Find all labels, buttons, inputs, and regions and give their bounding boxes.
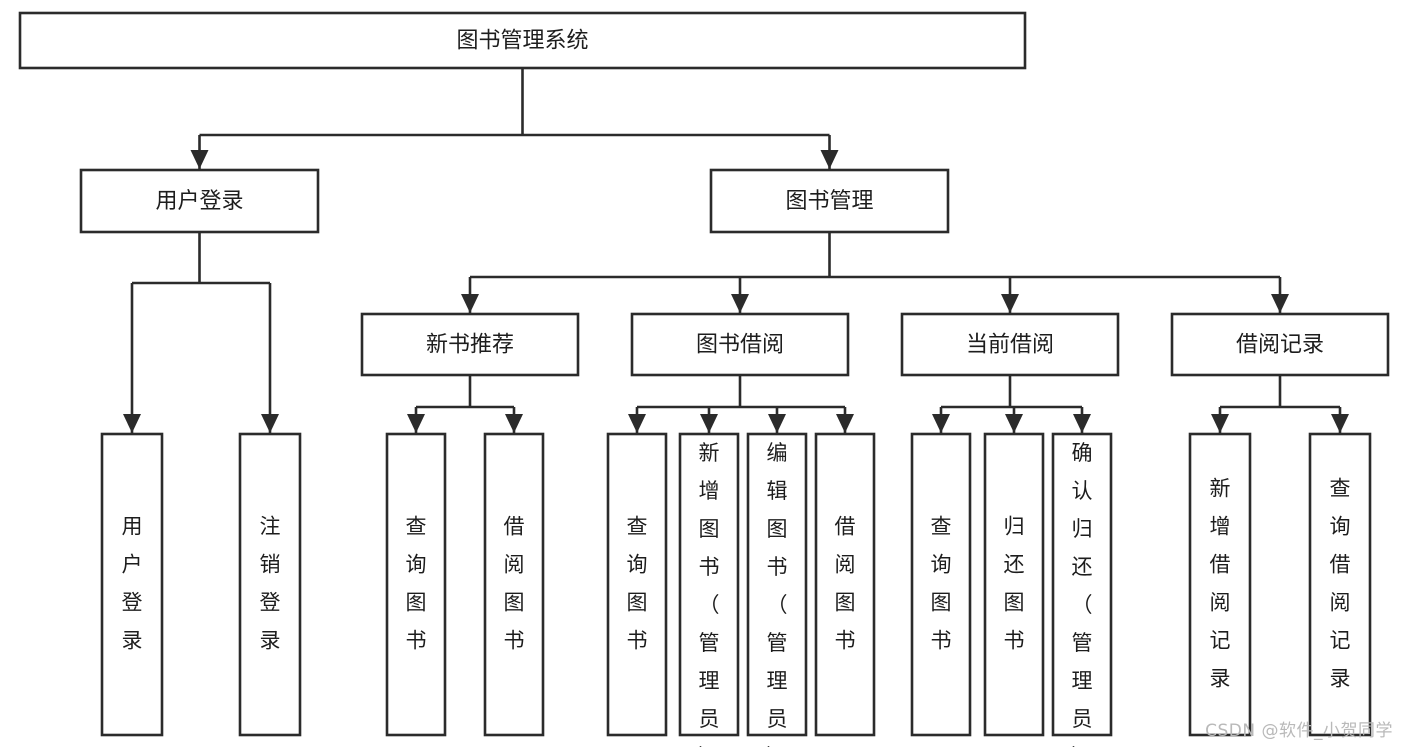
node-label-leaf-return-book: 归还图书 xyxy=(1004,515,1025,653)
node-box-leaf-query-book-1 xyxy=(385,432,447,737)
node-leaf-query-book-2[interactable]: 查询图书 xyxy=(606,432,668,737)
node-leaf-logout-login[interactable]: 注销登录 xyxy=(238,432,302,737)
arrow-head xyxy=(628,414,646,433)
node-current-borrow[interactable]: 当前借阅 xyxy=(900,312,1120,377)
node-box-leaf-query-book-3 xyxy=(910,432,972,737)
node-leaf-user-login[interactable]: 用户登录 xyxy=(100,432,164,737)
node-new-book-rec[interactable]: 新书推荐 xyxy=(360,312,580,377)
node-leaf-add-record[interactable]: 新增借阅记录 xyxy=(1188,432,1252,737)
node-label-leaf-logout-login: 注销登录 xyxy=(260,515,281,653)
node-box-new-book-rec xyxy=(360,312,580,377)
node-layer: 图书管理系统用户登录图书管理新书推荐图书借阅当前借阅借阅记录用户登录注销登录查询… xyxy=(18,11,1390,747)
node-box-book-manage xyxy=(709,168,950,234)
node-label-current-borrow: 当前借阅 xyxy=(966,333,1054,358)
node-box-borrow-record xyxy=(1170,312,1390,377)
node-leaf-borrow-book-2[interactable]: 借阅图书 xyxy=(814,432,876,737)
node-label-book-borrow: 图书借阅 xyxy=(696,333,784,358)
node-leaf-add-book[interactable]: 新增图书（管理员） xyxy=(678,432,740,747)
node-label-root: 图书管理系统 xyxy=(456,29,588,54)
node-box-leaf-add-record xyxy=(1188,432,1252,737)
node-book-borrow[interactable]: 图书借阅 xyxy=(630,312,850,377)
node-label-leaf-query-book-1: 查询图书 xyxy=(406,515,427,653)
node-label-new-book-rec: 新书推荐 xyxy=(426,333,514,358)
node-label-leaf-add-record: 新增借阅记录 xyxy=(1210,477,1231,691)
node-box-book-borrow xyxy=(630,312,850,377)
arrow-head xyxy=(261,414,279,433)
node-box-current-borrow xyxy=(900,312,1120,377)
arrow-head xyxy=(820,150,839,169)
node-leaf-query-record[interactable]: 查询借阅记录 xyxy=(1308,432,1372,737)
node-box-user-login xyxy=(79,168,320,234)
node-label-leaf-confirm-return: 确认归还（管理员） xyxy=(1072,441,1093,747)
arrow-head xyxy=(1073,414,1091,433)
node-box-leaf-logout-login xyxy=(238,432,302,737)
node-label-leaf-add-book: 新增图书（管理员） xyxy=(699,441,720,747)
node-box-leaf-user-login xyxy=(100,432,164,737)
node-box-root xyxy=(18,11,1027,70)
arrow-head xyxy=(1005,414,1023,433)
node-label-leaf-query-record: 查询借阅记录 xyxy=(1330,477,1351,691)
node-leaf-return-book[interactable]: 归还图书 xyxy=(983,432,1045,737)
arrow-head xyxy=(1331,414,1349,433)
node-label-user-login: 用户登录 xyxy=(155,189,243,214)
connector-layer xyxy=(123,68,1349,433)
arrow-head xyxy=(731,294,749,313)
node-label-leaf-user-login: 用户登录 xyxy=(122,515,143,653)
arrow-head xyxy=(1271,294,1289,313)
node-leaf-borrow-book-1[interactable]: 借阅图书 xyxy=(483,432,545,737)
node-root[interactable]: 图书管理系统 xyxy=(18,11,1027,70)
node-box-leaf-edit-book xyxy=(746,432,808,737)
node-label-borrow-record: 借阅记录 xyxy=(1236,333,1324,358)
node-label-leaf-borrow-book-1: 借阅图书 xyxy=(504,515,525,653)
node-label-leaf-query-book-3: 查询图书 xyxy=(931,515,952,653)
arrow-head xyxy=(1001,294,1019,313)
node-box-leaf-borrow-book-1 xyxy=(483,432,545,737)
arrow-head xyxy=(768,414,786,433)
node-book-manage[interactable]: 图书管理 xyxy=(709,168,950,234)
arrow-head xyxy=(836,414,854,433)
node-leaf-query-book-3[interactable]: 查询图书 xyxy=(910,432,972,737)
node-box-leaf-query-record xyxy=(1308,432,1372,737)
node-box-leaf-query-book-2 xyxy=(606,432,668,737)
arrow-head xyxy=(407,414,425,433)
node-box-leaf-confirm-return xyxy=(1051,432,1113,737)
node-user-login[interactable]: 用户登录 xyxy=(79,168,320,234)
arrow-head xyxy=(1211,414,1229,433)
node-label-book-manage: 图书管理 xyxy=(785,189,873,214)
arrow-head xyxy=(190,150,209,169)
node-leaf-confirm-return[interactable]: 确认归还（管理员） xyxy=(1051,432,1113,747)
arrow-head xyxy=(505,414,523,433)
csdn-watermark: CSDN @软件_小贺同学 xyxy=(1205,721,1393,741)
node-label-leaf-query-book-2: 查询图书 xyxy=(627,515,648,653)
arrow-head xyxy=(932,414,950,433)
arrow-head xyxy=(700,414,718,433)
node-box-leaf-add-book xyxy=(678,432,740,737)
node-label-leaf-edit-book: 编辑图书（管理员） xyxy=(767,441,788,747)
node-borrow-record[interactable]: 借阅记录 xyxy=(1170,312,1390,377)
arrow-head xyxy=(123,414,141,433)
node-leaf-edit-book[interactable]: 编辑图书（管理员） xyxy=(746,432,808,747)
node-box-leaf-borrow-book-2 xyxy=(814,432,876,737)
node-leaf-query-book-1[interactable]: 查询图书 xyxy=(385,432,447,737)
node-label-leaf-borrow-book-2: 借阅图书 xyxy=(835,515,856,653)
node-box-leaf-return-book xyxy=(983,432,1045,737)
arrow-head xyxy=(461,294,479,313)
